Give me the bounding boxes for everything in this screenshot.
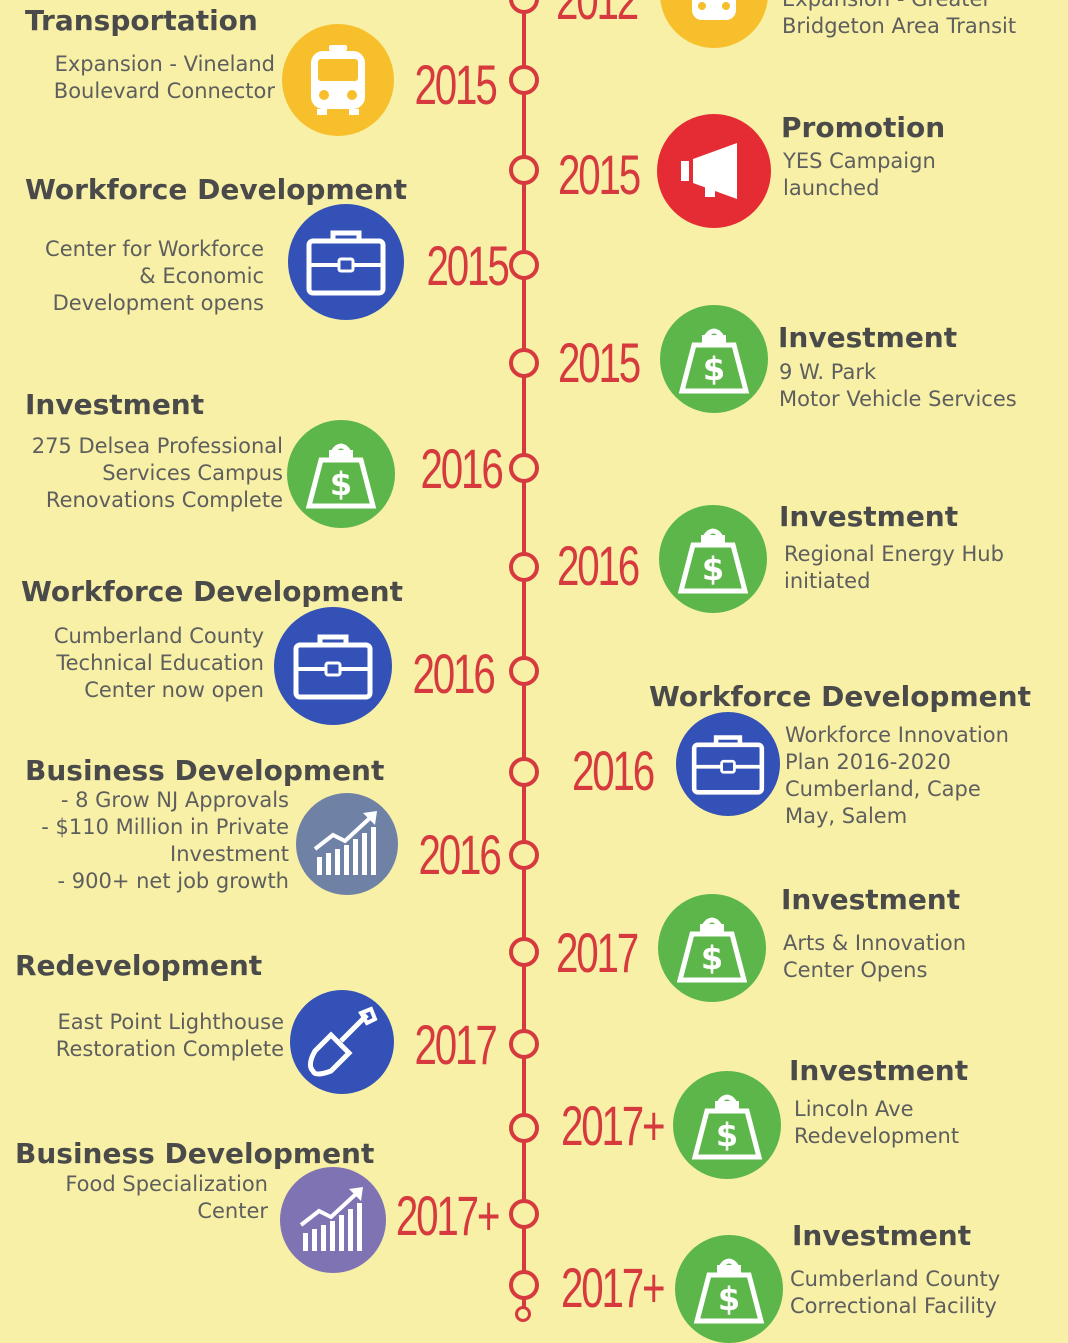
event-category: Business Development [25, 754, 385, 787]
event-description: Food Specialization Center [65, 1172, 268, 1223]
event-year: 2016 [412, 642, 496, 705]
svg-text:$: $ [718, 1280, 740, 1318]
event-category: Transportation [25, 4, 258, 37]
event-description: East Point Lighthouse Restoration Comple… [55, 1010, 284, 1061]
event-year: 2015 [414, 53, 498, 116]
timeline-dot [509, 453, 539, 483]
event-category: Investment [778, 321, 958, 354]
event-description: Expansion - Greater Bridgeton Area Trans… [782, 0, 1017, 38]
event-description: - 8 Grow NJ Approvals - $110 Million in … [41, 788, 289, 893]
event-year: 2016 [557, 534, 640, 597]
timeline-dot [509, 1199, 539, 1229]
growth-chart-icon [280, 1167, 386, 1273]
event-description: Cumberland County Technical Education Ce… [53, 624, 264, 702]
timeline-dot [509, 0, 539, 14]
event-year: 2017+ [561, 1094, 666, 1157]
timeline-dot [509, 1113, 539, 1143]
event-year: 2015 [426, 234, 510, 297]
timeline-dot [509, 250, 539, 280]
event-category: Business Development [15, 1137, 375, 1170]
svg-text:$: $ [703, 350, 725, 388]
event-year: 2016 [420, 437, 504, 500]
event-year: 2015 [558, 143, 641, 206]
money-bag-icon: $ [673, 1071, 781, 1179]
briefcase-icon [676, 712, 780, 816]
event-year: 2017 [556, 921, 639, 984]
event-category: Investment [25, 388, 205, 421]
event-category: Redevelopment [15, 949, 263, 982]
svg-text:$: $ [716, 1116, 738, 1154]
event-category: Investment [781, 883, 961, 916]
timeline-dot [509, 1270, 539, 1300]
event-year: 2017+ [561, 1256, 666, 1319]
event-description: Arts & Innovation Center Opens [783, 931, 967, 982]
money-bag-icon: $ [287, 420, 395, 528]
svg-text:$: $ [702, 550, 724, 588]
timeline-dot [509, 937, 539, 967]
event-category: Investment [779, 500, 959, 533]
event-description: Expansion - Vineland Boulevard Connector [53, 52, 275, 103]
megaphone-icon [657, 114, 771, 228]
event-year: 2015 [558, 331, 641, 394]
event-year: 2012 [556, 0, 639, 28]
event-description: 275 Delsea Professional Services Campus … [31, 434, 283, 512]
event-category: Promotion [781, 111, 946, 144]
money-bag-icon: $ [658, 894, 766, 1002]
money-bag-icon: $ [675, 1235, 783, 1343]
event-description: Regional Energy Hub initiated [784, 542, 1004, 593]
event-category: Workforce Development [649, 680, 1031, 713]
money-bag-icon: $ [659, 505, 767, 613]
event-year: 2017+ [395, 1184, 501, 1247]
event-description: YES Campaign launched [783, 149, 936, 200]
timeline-dot [509, 1029, 539, 1059]
event-description: Cumberland County Correctional Facility [790, 1267, 1001, 1318]
bus-icon [282, 24, 394, 136]
event-description: Center for Workforce & Economic Developm… [45, 237, 264, 315]
event-year: 2016 [418, 823, 502, 886]
timeline-dot [509, 840, 539, 870]
event-category: Investment [792, 1219, 972, 1252]
timeline-dot [509, 552, 539, 582]
event-description: 9 W. Park Motor Vehicle Services [779, 360, 1017, 411]
growth-chart-icon [296, 793, 398, 895]
svg-text:$: $ [701, 939, 723, 977]
event-description: Workforce Innovation Plan 2016-2020 Cumb… [785, 723, 1009, 828]
money-bag-icon: $ [660, 305, 768, 413]
timeline-dot [509, 155, 539, 185]
event-year: 2016 [572, 739, 655, 802]
timeline-dot [509, 65, 539, 95]
timeline-end-dot [515, 1306, 531, 1322]
timeline-dot [509, 348, 539, 378]
shovel-icon [290, 990, 394, 1094]
svg-text:$: $ [330, 465, 352, 503]
event-category: Investment [789, 1054, 969, 1087]
event-year: 2017 [414, 1013, 498, 1076]
bus-icon [660, 0, 768, 48]
event-category: Workforce Development [21, 575, 403, 608]
timeline-dot [509, 656, 539, 686]
event-category: Workforce Development [25, 173, 407, 206]
event-description: Lincoln Ave Redevelopment [794, 1097, 960, 1148]
briefcase-icon [288, 204, 404, 320]
briefcase-icon [274, 607, 392, 725]
timeline-dot [509, 757, 539, 787]
